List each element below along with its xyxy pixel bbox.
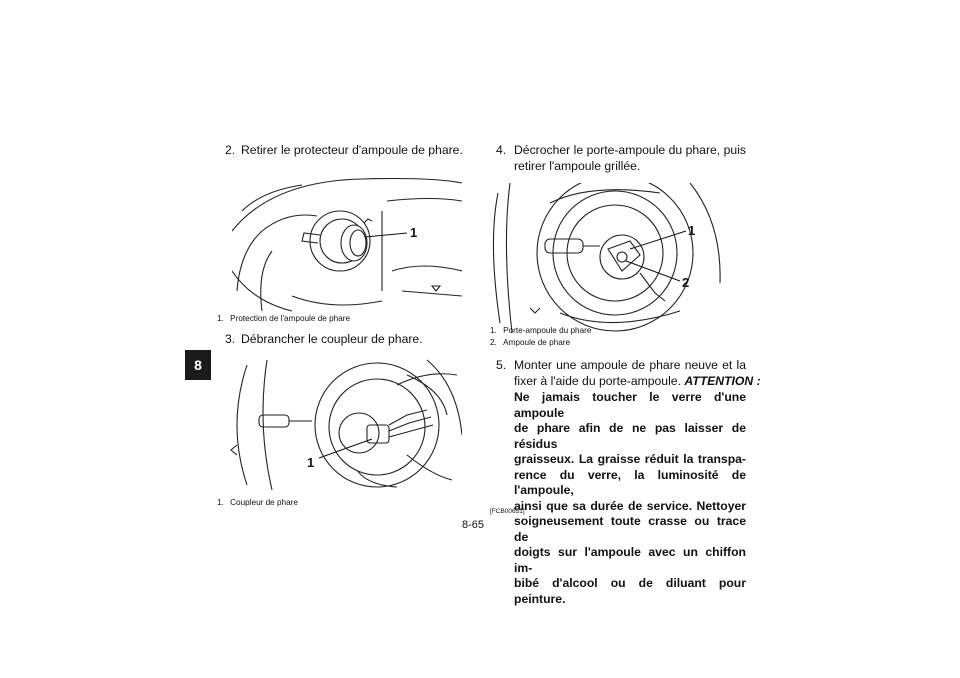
step-number: 2. [225, 143, 236, 157]
figure-1-caption: 1. Protection de l'ampoule de phare [217, 313, 350, 324]
step-text-line-2: retirer l'ampoule grillée. [514, 159, 641, 173]
caption-text: Ampoule de phare [503, 338, 571, 347]
step-text-line-2: fixer à l'aide du porte-ampoule. ATTENTI… [514, 374, 761, 390]
step-text: fixer à l'aide du porte-ampoule. [514, 374, 681, 388]
page-number: 8-65 [462, 519, 485, 531]
caution-line: rence du verre, la luminosité de l'ampou… [514, 467, 746, 498]
caption-number: 1. [490, 326, 497, 335]
figure-headlight-coupler: 1 [227, 355, 462, 495]
illustration-bulb-cover: 1 [232, 177, 462, 312]
caution-line: Ne jamais toucher le verre d'une ampoule [514, 390, 746, 420]
step-text: Retirer le protecteur d'ampoule de phare… [241, 143, 463, 157]
caution-line: de phare afin de ne pas laisser de résid… [514, 421, 746, 451]
step-number: 4. [496, 143, 507, 157]
figure-3-caption-1: 1. Porte-ampoule du phare [490, 325, 591, 336]
step-number: 5. [496, 358, 507, 372]
step-text-line-1: Décrocher le porte-ampoule du phare, pui… [514, 143, 746, 157]
caption-text: Porte-ampoule du phare [503, 326, 592, 335]
reference-code: [FCB00651] [490, 508, 525, 515]
caption-text: Protection de l'ampoule de phare [230, 314, 351, 323]
illustration-bulb-holder: 1 2 [492, 183, 721, 333]
callout-1: 1 [307, 455, 314, 470]
illustration-coupler: 1 [230, 359, 462, 491]
step-4: 4. Décrocher le porte-ampoule du phare, … [496, 143, 746, 177]
figure-headlight-bulb-cover: 1 [232, 171, 462, 321]
left-column: 2. Retirer le protecteur d'ampoule de ph… [215, 143, 465, 513]
caution-line: doigts sur l'ampoule avec un chiffon im- [514, 545, 746, 575]
figure-2-caption: 1. Coupleur de phare [217, 497, 298, 508]
caption-number: 2. [490, 338, 497, 347]
attention-label: ATTENTION : [684, 374, 761, 388]
caption-text: Coupleur de phare [230, 498, 298, 507]
caption-number: 1. [217, 498, 224, 507]
caution-line: ainsi que sa durée de service. Nettoyer [514, 498, 746, 513]
caution-text: Ne jamais toucher le verre d'une ampoule… [514, 390, 746, 607]
step-text: Débrancher le coupleur de phare. [241, 332, 423, 346]
step-5: 5. Monter une ampoule de phare neuve et … [496, 358, 761, 606]
caution-line: bibé d'alcool ou de diluant pour peintur… [514, 576, 746, 606]
right-column: 4. Décrocher le porte-ampoule du phare, … [488, 143, 761, 606]
callout-2: 2 [682, 275, 689, 290]
caution-line: soigneusement toute crasse ou trace de [514, 514, 746, 544]
step-text-line-1: Monter une ampoule de phare neuve et la [514, 358, 746, 372]
caption-number: 1. [217, 314, 224, 323]
caution-line: graisseux. La graisse réduit la transpa- [514, 452, 746, 466]
figure-bulb-holder: 1 2 [490, 183, 722, 333]
chapter-tab: 8 [185, 350, 211, 380]
step-number: 3. [225, 332, 236, 346]
callout-1: 1 [688, 223, 695, 238]
callout-1: 1 [410, 225, 417, 240]
figure-3-caption-2: 2. Ampoule de phare [490, 337, 570, 348]
